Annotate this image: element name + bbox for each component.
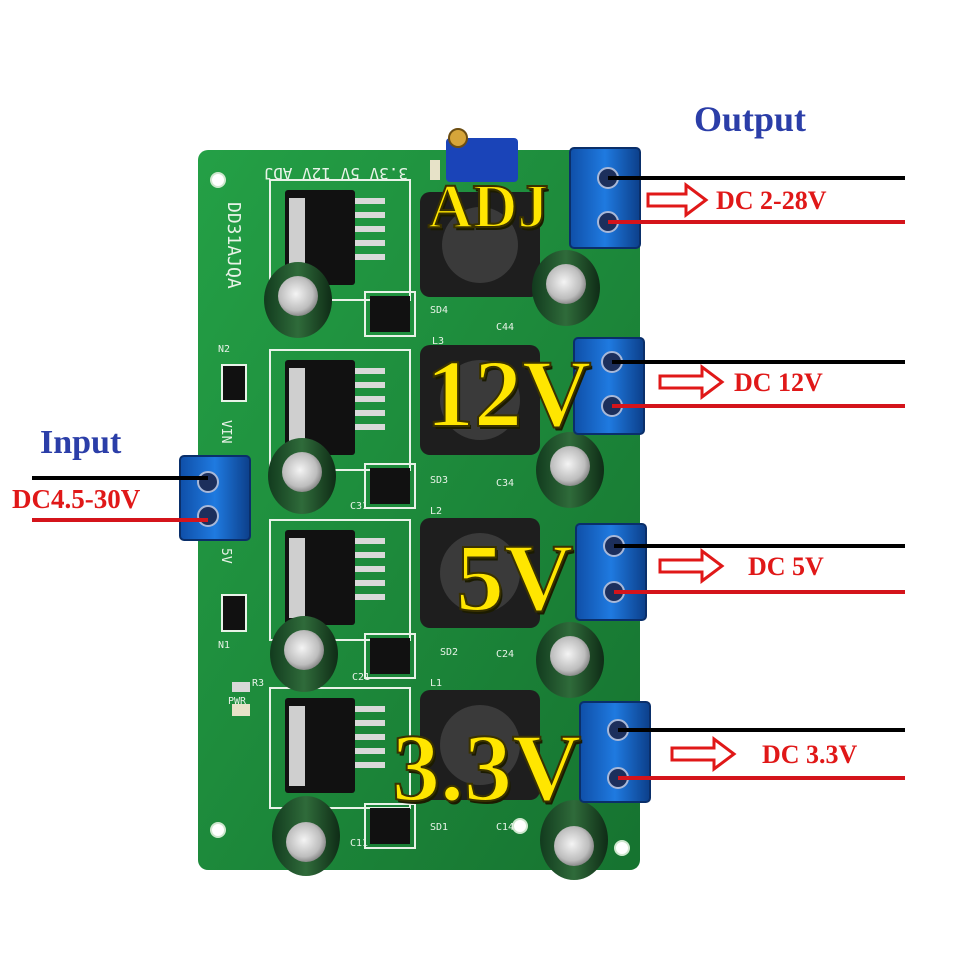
model-silk: DD31AJQA [223, 202, 244, 289]
input-title: Input [40, 424, 122, 461]
row-adj [269, 179, 540, 337]
adj-channel-label: ADJ [427, 173, 550, 241]
svg-text:C34: C34 [496, 478, 514, 489]
input-terminal-block [179, 455, 251, 541]
input-range-label: DC4.5-30V [12, 484, 141, 514]
row-12v [269, 345, 540, 509]
svg-text:C44: C44 [496, 322, 514, 333]
trimmer-potentiometer [446, 128, 518, 182]
svg-text:C21: C21 [352, 672, 370, 683]
regulator-rows [269, 179, 540, 849]
pwr-silk: PWR [228, 696, 247, 707]
row-3v3 [269, 687, 540, 849]
svg-text:R3: R3 [252, 678, 264, 689]
svg-text:N2: N2 [218, 344, 230, 355]
5v-channel-label: 5V [455, 524, 574, 631]
12v-output-label: DC 12V [734, 368, 823, 397]
svg-text:SD3: SD3 [430, 475, 448, 486]
wires [32, 176, 905, 780]
svg-text:C14: C14 [496, 822, 514, 833]
3v3-channel-label: 3.3V [391, 714, 582, 821]
svg-text:L1: L1 [430, 678, 442, 689]
svg-text:C11: C11 [350, 838, 368, 849]
row-5v [269, 518, 540, 679]
silkscreen: DD31AJQA 3.3V 5V 12V ADJ VIN 5V PWR SD4 … [218, 164, 514, 849]
svg-text:L2: L2 [430, 506, 442, 517]
svg-text:SD1: SD1 [430, 822, 448, 833]
5v-output-label: DC 5V [748, 552, 824, 581]
smd-parts [221, 160, 440, 716]
arrows [646, 182, 737, 772]
svg-text:SD2: SD2 [440, 647, 458, 658]
vin-silk: 5V [218, 548, 233, 564]
capacitors [264, 250, 608, 880]
rails-silk: 3.3V 5V 12V ADJ [264, 164, 409, 183]
svg-text:C31: C31 [350, 501, 368, 512]
gnd-silk: VIN [218, 420, 233, 443]
3v3-output-label: DC 3.3V [762, 740, 858, 769]
svg-text:N1: N1 [218, 640, 230, 651]
12v-channel-label: 12V [425, 340, 592, 447]
adj-output-label: DC 2-28V [716, 186, 827, 215]
output-title: Output [694, 99, 807, 139]
svg-text:SD4: SD4 [430, 305, 448, 316]
svg-text:C24: C24 [496, 649, 514, 660]
svg-text:L3: L3 [432, 336, 444, 347]
